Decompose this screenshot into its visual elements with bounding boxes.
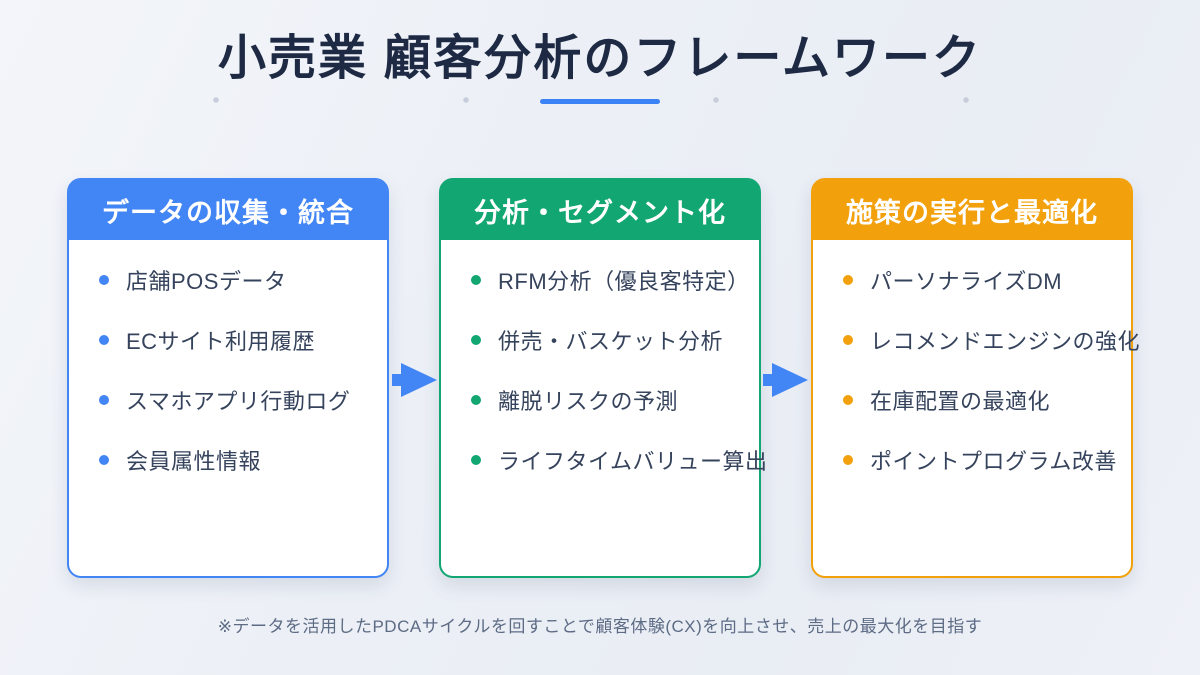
- right-arrow-icon: [763, 363, 808, 397]
- list-item: スマホアプリ行動ログ: [99, 370, 387, 430]
- bullet-icon: [843, 395, 853, 405]
- bullet-icon: [99, 275, 109, 285]
- item-label: スマホアプリ行動ログ: [126, 389, 351, 414]
- item-label: 在庫配置の最適化: [870, 389, 1051, 414]
- card-data-collection: データの収集・統合 店舗POSデータ ECサイト利用履歴 スマホアプリ行動ログ …: [67, 178, 389, 578]
- list-item: ECサイト利用履歴: [99, 310, 387, 370]
- bullet-icon: [471, 395, 481, 405]
- list-item: 店舗POSデータ: [99, 250, 387, 310]
- item-label: レコメンドエンジンの強化: [870, 329, 1141, 354]
- item-label: ポイントプログラム改善: [870, 449, 1117, 474]
- item-label: ライフタイムバリュー算出: [498, 449, 768, 474]
- right-arrow-icon: [392, 363, 437, 397]
- bullet-icon: [471, 455, 481, 465]
- list-item: ポイントプログラム改善: [843, 430, 1131, 490]
- list-item: 在庫配置の最適化: [843, 370, 1131, 430]
- card-header-data-collection: データの収集・統合: [69, 180, 387, 240]
- card-items-analysis-segmentation: RFM分析（優良客特定） 併売・バスケット分析 離脱リスクの予測 ライフタイムバ…: [441, 240, 767, 490]
- card-analysis-segmentation: 分析・セグメント化 RFM分析（優良客特定） 併売・バスケット分析 離脱リスクの…: [439, 178, 767, 578]
- card-header-execution-optimization: 施策の実行と最適化: [813, 180, 1131, 240]
- card-header-analysis-segmentation: 分析・セグメント化: [441, 180, 759, 240]
- bullet-icon: [99, 455, 109, 465]
- card-items-execution-optimization: パーソナライズDM レコメンドエンジンの強化 在庫配置の最適化 ポイントプログラ…: [813, 240, 1140, 490]
- item-label: パーソナライズDM: [870, 269, 1063, 294]
- card-items-data-collection: 店舗POSデータ ECサイト利用履歴 スマホアプリ行動ログ 会員属性情報: [69, 240, 387, 490]
- bullet-icon: [99, 395, 109, 405]
- list-item: RFM分析（優良客特定）: [471, 250, 759, 310]
- list-item: 離脱リスクの予測: [471, 370, 759, 430]
- item-label: RFM分析（優良客特定）: [498, 269, 750, 294]
- item-label: 店舗POSデータ: [126, 269, 287, 294]
- item-label: 併売・バスケット分析: [498, 329, 724, 354]
- list-item: レコメンドエンジンの強化: [843, 310, 1140, 370]
- cards-row: データの収集・統合 店舗POSデータ ECサイト利用履歴 スマホアプリ行動ログ …: [0, 178, 1200, 578]
- page-title: 小売業 顧客分析のフレームワーク: [218, 32, 982, 85]
- bullet-icon: [99, 335, 109, 345]
- item-label: 離脱リスクの予測: [498, 389, 679, 414]
- list-item: パーソナライズDM: [843, 250, 1131, 310]
- bullet-icon: [843, 275, 853, 285]
- footnote: ※データを活用したPDCAサイクルを回すことで顧客体験(CX)を向上させ、売上の…: [217, 617, 983, 636]
- item-label: 会員属性情報: [126, 449, 262, 474]
- list-item: 併売・バスケット分析: [471, 310, 759, 370]
- card-execution-optimization: 施策の実行と最適化 パーソナライズDM レコメンドエンジンの強化 在庫配置の最適…: [811, 178, 1140, 578]
- list-item: 会員属性情報: [99, 430, 387, 490]
- bullet-icon: [471, 275, 481, 285]
- list-item: ライフタイムバリュー算出: [471, 430, 767, 490]
- title-underline: [540, 98, 660, 104]
- bullet-icon: [843, 455, 853, 465]
- bullet-icon: [843, 335, 853, 345]
- title-block: 小売業 顧客分析のフレームワーク: [0, 30, 1200, 104]
- item-label: ECサイト利用履歴: [126, 329, 316, 354]
- bullet-icon: [471, 335, 481, 345]
